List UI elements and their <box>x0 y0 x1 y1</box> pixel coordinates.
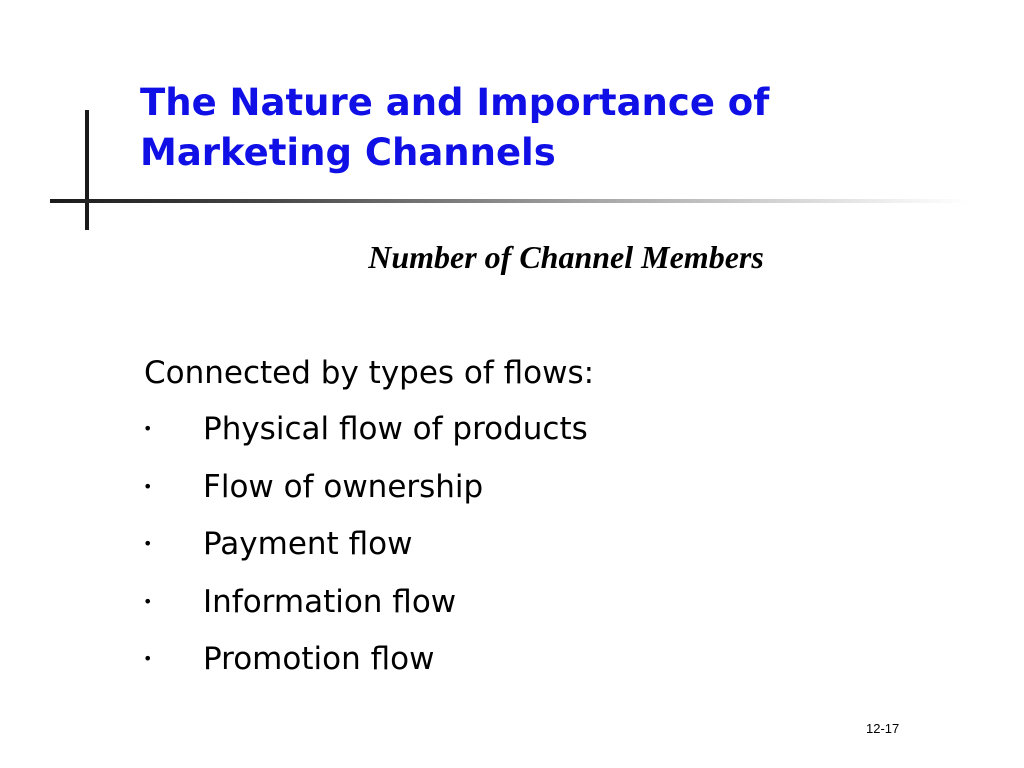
slide-title-line-2: Marketing Channels <box>140 131 556 174</box>
bullet-icon: • <box>143 476 153 496</box>
bullet-icon: • <box>143 649 153 668</box>
slide-title: The Nature and Importance of Marketing C… <box>140 78 940 178</box>
flow-label: Payment flow <box>203 526 413 562</box>
bullet-icon: • <box>143 534 153 553</box>
bullet-icon: • <box>143 419 153 438</box>
bullet-icon: • <box>143 591 153 611</box>
slide-subtitle: Number of Channel Members <box>368 239 764 275</box>
slide-title-line-1: The Nature and Importance of <box>140 81 770 124</box>
flow-label: Flow of ownership <box>203 468 484 505</box>
intro-text: Connected by types of flows: <box>144 355 595 391</box>
horizontal-rule <box>50 199 970 203</box>
vertical-rule <box>85 110 89 230</box>
page-number: 12-17 <box>866 721 900 736</box>
flow-label: Physical flow of products <box>203 411 588 447</box>
flow-label: Information flow <box>203 583 457 620</box>
flow-label: Promotion flow <box>203 641 435 677</box>
